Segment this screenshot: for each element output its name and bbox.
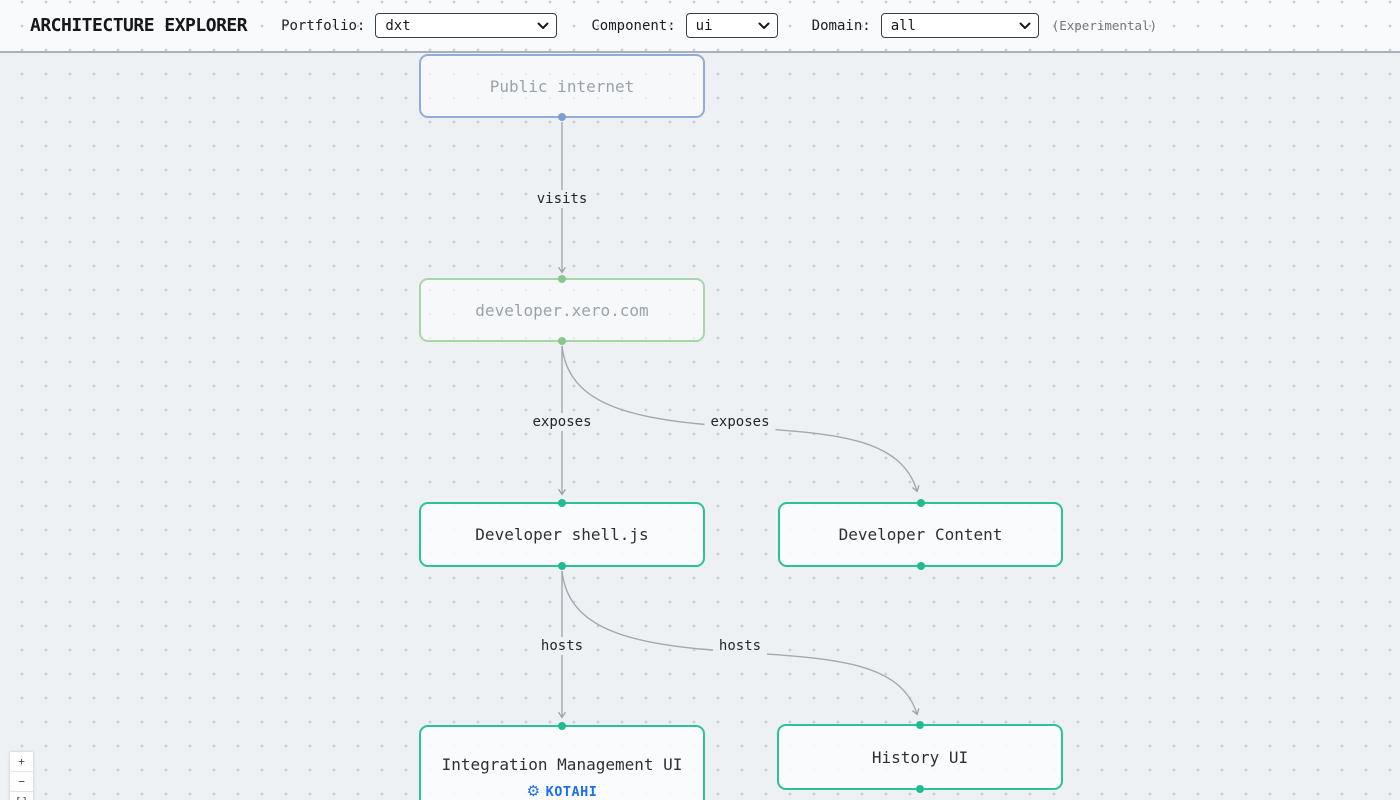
domain-label: Domain:: [811, 17, 871, 34]
edge-label-hosts-left: hosts: [534, 637, 590, 655]
node-label: History UI: [871, 747, 969, 767]
kotahi-badge-label: KOTAHI: [545, 783, 598, 800]
connection-handle: [558, 275, 566, 283]
edge-label-hosts-right: hosts: [712, 637, 768, 655]
connection-handle: [558, 499, 566, 507]
gear-icon: ⚙: [526, 782, 541, 800]
node-developer-content[interactable]: Developer Content: [778, 499, 1063, 570]
zoom-out-button[interactable]: −: [10, 772, 33, 792]
portfolio-selected-value: dxt: [385, 17, 411, 34]
domain-select[interactable]: all: [880, 13, 1039, 38]
portfolio-filter: Portfolio: dxt: [281, 13, 558, 38]
connection-handle: [558, 337, 566, 345]
node-label: Developer Content: [838, 525, 1003, 544]
zoom-in-button[interactable]: +: [10, 752, 33, 772]
experimental-note: (Experimental): [1051, 18, 1158, 33]
chevron-down-icon: [758, 22, 770, 30]
connection-handle: [916, 499, 925, 507]
node-public-internet[interactable]: Public internet: [419, 54, 705, 121]
component-filter: Component: ui: [591, 13, 778, 38]
header-bar: ARCHITECTURE EXPLORER Portfolio: dxt Com…: [0, 0, 1400, 53]
node-integration-management-ui[interactable]: Integration Management UI ⚙ KOTAHI: [419, 722, 705, 800]
component-select[interactable]: ui: [685, 13, 778, 38]
connection-handle: [558, 113, 566, 121]
app-title: ARCHITECTURE EXPLORER: [30, 15, 248, 36]
component-selected-value: ui: [695, 17, 713, 34]
node-label: developer.xero.com: [475, 300, 649, 320]
edge-label-visits: visits: [530, 190, 594, 208]
fit-view-button[interactable]: []: [10, 792, 33, 800]
canvas-controls: + − []: [10, 752, 33, 800]
portfolio-select[interactable]: dxt: [375, 13, 558, 38]
domain-selected-value: all: [890, 17, 916, 34]
node-developer-shell-js[interactable]: Developer shell.js: [419, 499, 705, 570]
connection-handle: [916, 785, 924, 793]
node-label: Integration Management UI: [441, 754, 683, 774]
domain-filter: Domain: all: [812, 13, 1039, 38]
node-developer-xero-com[interactable]: developer.xero.com: [419, 275, 705, 345]
edge-label-exposes-left: exposes: [526, 413, 598, 431]
connection-handle: [558, 722, 566, 730]
component-label: Component:: [591, 17, 676, 34]
connection-handle: [558, 562, 566, 570]
edge-label-exposes-right: exposes: [704, 413, 776, 431]
chevron-down-icon: [537, 22, 549, 30]
portfolio-label: Portfolio:: [281, 17, 366, 34]
edge-hosts-right: [561, 570, 920, 716]
kotahi-badge: ⚙ KOTAHI: [527, 784, 598, 800]
node-label: Public internet: [489, 76, 635, 96]
node-label: Developer shell.js: [475, 525, 649, 544]
connection-handle: [916, 562, 925, 570]
connection-handle: [916, 721, 924, 729]
node-history-ui[interactable]: History UI: [777, 721, 1063, 793]
chevron-down-icon: [1019, 22, 1031, 30]
